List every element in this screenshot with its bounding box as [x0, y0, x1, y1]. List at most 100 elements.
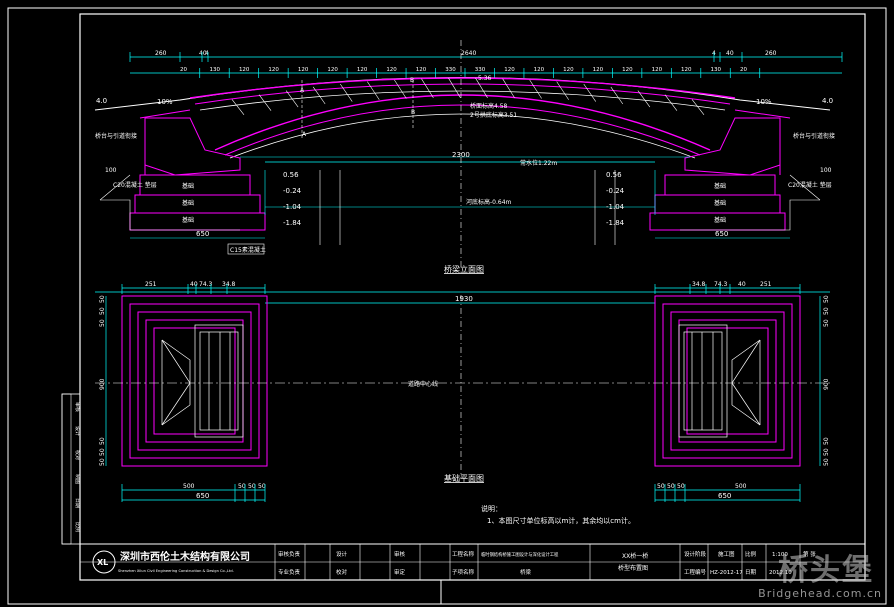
plan-top-dim: 34.8 [222, 281, 236, 288]
side-dim-label: 50 [99, 437, 106, 445]
elevation-value: -0.24 [606, 187, 625, 195]
date-value: 2012.10 [769, 570, 792, 576]
watermark: 桥头堡 Bridgehead.com.cn [736, 545, 886, 605]
top-dim-label: 330 [475, 67, 486, 73]
section-b-top: B [410, 77, 414, 84]
plan-top-dim: 40 [190, 281, 198, 288]
c15-label: C15素混凝土 [230, 246, 266, 254]
side-dim-label: 50 [99, 458, 106, 466]
section-a-top: A [300, 87, 305, 94]
top-dim-label: 120 [593, 67, 604, 73]
deck-elevation-label: 桥面标高4.58 [470, 102, 508, 110]
plan-title: 基础平面图 [444, 473, 484, 483]
side-dim-label: 50 [99, 307, 106, 315]
side-dim-label: 900 [99, 378, 106, 390]
plan-top-dim: 251 [145, 281, 157, 288]
water-level-label: 常水位1.22m [520, 159, 557, 167]
plan-bottom-dim: 50 [667, 483, 675, 490]
top-dim-label: 40 [199, 50, 207, 57]
top-dim-label: 120 [268, 67, 279, 73]
elevation-value: -0.24 [283, 187, 302, 195]
top-dim-label: 2640 [461, 50, 476, 57]
title-block-cell: 审核负责 [278, 550, 301, 558]
plan-650-left: 650 [196, 492, 209, 500]
title-block-cell: 子项名称 [452, 568, 475, 576]
top-dim-label: 20 [740, 67, 747, 73]
edge-left-label: 4.0 [96, 97, 107, 105]
project-no-label: 工程编号 [684, 568, 707, 576]
span-label: 2300 [452, 151, 470, 159]
plan-top-dim: 34.8 [692, 281, 706, 288]
company-logo: XL [97, 558, 108, 567]
top-dim-label: 120 [652, 67, 663, 73]
top-dim-label: 120 [357, 67, 368, 73]
watermark-chinese: 桥头堡 [778, 553, 874, 588]
elevations-left: 0.56-0.24-1.04-1.84 [283, 171, 302, 227]
top-dim-label: 130 [209, 67, 220, 73]
section-a-bottom: A [302, 131, 307, 138]
title-block-cell: 设计 [336, 550, 348, 558]
top-dimension-row-1: 2604042640440260 [129, 50, 843, 62]
plan-bottom-dim: 500 [735, 483, 747, 490]
elevations-right: 0.56-0.24-1.04-1.84 [606, 171, 625, 227]
company-name-en: Shenzhen Xilun Civil Engineering Constru… [118, 569, 234, 573]
sheet-label: 第 张 [803, 550, 816, 558]
drawing-name-2: 桥型布置图 [618, 564, 648, 572]
top-dim-label: 120 [327, 67, 338, 73]
title-block: XL 深圳市西伦土木结构有限公司 Shenzhen Xilun Civil En… [79, 543, 866, 581]
abutment-right-label: 桥台与引道衔接 [793, 132, 835, 140]
top-dim-label: 330 [445, 67, 456, 73]
section-b-bottom: B [411, 109, 415, 116]
plan-top-dim: 74.3 [714, 281, 728, 288]
plan-span-label: 1930 [455, 295, 473, 303]
slope-right-label: 10% [756, 98, 772, 106]
scale-label: 比例 [745, 550, 757, 558]
left-strip-label: 审核 [74, 402, 81, 412]
notes-line-1: 1、本图尺寸单位标高以m计，其余均以cm计。 [487, 516, 635, 525]
slope-left-label: 10% [157, 98, 173, 106]
dim-100-left: 100 [105, 167, 117, 174]
side-dim-label: 50 [823, 448, 830, 456]
crown-label: 5.36 [478, 75, 492, 82]
plan-bottom-dim: 500 [183, 483, 195, 490]
side-dim-label: 50 [823, 319, 830, 327]
foundation-label: 基础 [182, 182, 194, 190]
top-dim-label: 120 [563, 67, 574, 73]
left-strip-label: 设计 [74, 426, 81, 436]
riverbed-label: 河底标高-0.64m [466, 198, 512, 206]
c20-right-label: C20混凝土 垫层 [788, 181, 832, 189]
top-dim-label: 120 [386, 67, 397, 73]
top-dim-label: 4 [205, 50, 209, 57]
top-dim-label: 120 [534, 67, 545, 73]
side-dim-label: 50 [823, 458, 830, 466]
scale-value: 1:100 [772, 552, 788, 558]
abutment-left-label: 桥台与引道衔接 [95, 132, 137, 140]
plan-bottom-dim: 50 [238, 483, 246, 490]
watermark-url: Bridgehead.com.cn [758, 587, 882, 600]
top-dim-label: 20 [180, 67, 187, 73]
date-label: 日期 [745, 569, 757, 576]
top-dim-label: 120 [622, 67, 633, 73]
design-stage-label: 设计阶段 [684, 550, 707, 558]
side-dim-label: 50 [99, 295, 106, 303]
title-block-cell: 审核 [394, 550, 406, 558]
side-dim-label: 50 [823, 437, 830, 445]
design-stage-value: 施工图 [718, 550, 735, 558]
plan-bottom-dim: 50 [677, 483, 685, 490]
side-dim-label: 50 [99, 319, 106, 327]
dim-650-left: 650 [196, 230, 209, 238]
left-strip-label: 比例 [74, 522, 81, 532]
title-block-cell: 桥梁 [520, 568, 532, 576]
axis-label: 道路中心线 [408, 380, 438, 388]
elevation-value: -1.84 [606, 219, 625, 227]
title-block-cell: 工程名称 [452, 550, 475, 558]
top-dim-label: 260 [765, 50, 777, 57]
